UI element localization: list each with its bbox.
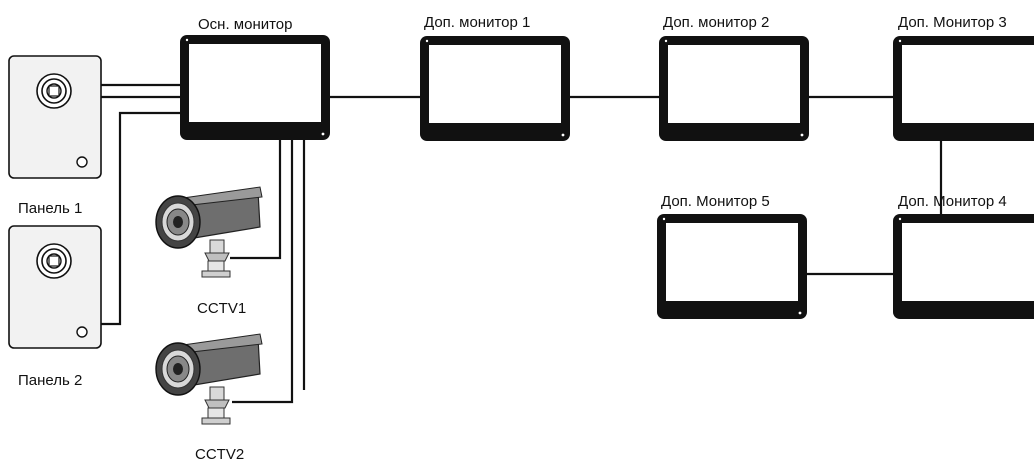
door-panel-2-label: Панель 2 bbox=[18, 372, 82, 389]
extra-monitor-5-label: Доп. Монитор 5 bbox=[661, 193, 770, 210]
cctv-camera-2-label: CCTV2 bbox=[195, 446, 244, 463]
cctv-camera-1 bbox=[155, 186, 263, 278]
extra-monitor-3-label: Доп. Монитор 3 bbox=[898, 14, 1007, 31]
extra-monitor-4-label: Доп. Монитор 4 bbox=[898, 193, 1007, 210]
extra-monitor-1-label: Доп. монитор 1 bbox=[424, 14, 530, 31]
main-monitor bbox=[180, 35, 330, 140]
cctv-camera-2 bbox=[155, 333, 263, 425]
extra-monitor-2-label: Доп. монитор 2 bbox=[663, 14, 769, 31]
extra-monitor-5 bbox=[657, 214, 807, 319]
door-panel-2 bbox=[8, 225, 102, 349]
extra-monitor-2 bbox=[659, 36, 809, 141]
extra-monitor-3 bbox=[893, 36, 1034, 141]
extra-monitor-1 bbox=[420, 36, 570, 141]
cctv-camera-1-label: CCTV1 bbox=[197, 300, 246, 317]
main-monitor-label: Осн. монитор bbox=[198, 16, 293, 33]
door-panel-1-label: Панель 1 bbox=[18, 200, 82, 217]
door-panel-1 bbox=[8, 55, 102, 179]
extra-monitor-4 bbox=[893, 214, 1034, 319]
wires bbox=[101, 83, 943, 404]
